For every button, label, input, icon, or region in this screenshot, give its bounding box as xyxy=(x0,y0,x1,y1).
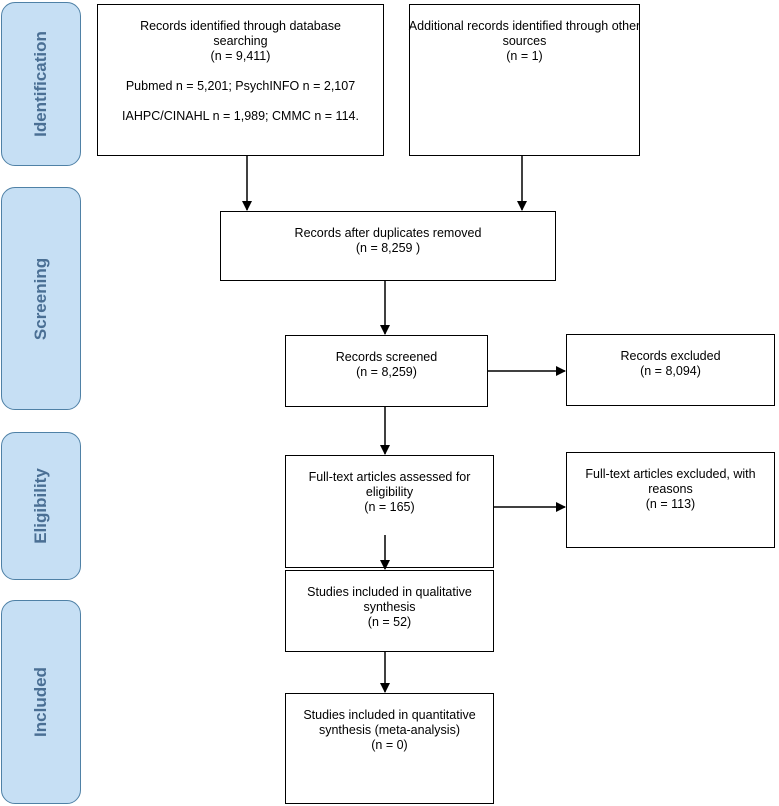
stage-tab-included: Included xyxy=(1,600,81,804)
box-records-excluded: Records excluded (n = 8,094) xyxy=(566,334,775,406)
db-search-sources-1: Pubmed n = 5,201; PsychINFO n = 2,107 xyxy=(125,79,356,93)
quantitative-count: (n = 0) xyxy=(371,738,408,752)
box-other-sources: Additional records identified through ot… xyxy=(409,4,640,156)
stage-tab-identification: Identification xyxy=(1,2,81,166)
records-screened-line1: Records screened xyxy=(335,350,438,364)
qualitative-line1: Studies included in qualitative xyxy=(307,585,472,599)
fulltext-assessed-line1: Full-text articles assessed for xyxy=(308,470,471,484)
stage-tab-screening: Screening xyxy=(1,187,81,410)
db-search-count: (n = 9,411) xyxy=(210,49,271,63)
quantitative-line1: Studies included in quantitative xyxy=(303,708,476,722)
duplicates-removed-line1: Records after duplicates removed xyxy=(294,226,482,240)
quantitative-line2: synthesis (meta-analysis) xyxy=(318,723,460,737)
box-fulltext-excluded: Full-text articles excluded, with reason… xyxy=(566,452,775,548)
fulltext-excluded-line2: reasons xyxy=(648,482,693,496)
records-screened-count: (n = 8,259) xyxy=(356,365,417,379)
box-fulltext-assessed: Full-text articles assessed for eligibil… xyxy=(285,455,494,568)
box-qualitative-synthesis: Studies included in qualitative synthesi… xyxy=(285,570,494,652)
qualitative-line2: synthesis xyxy=(363,600,416,614)
records-excluded-line1: Records excluded xyxy=(620,349,721,363)
box-records-screened: Records screened (n = 8,259) xyxy=(285,335,488,407)
box-duplicates-removed: Records after duplicates removed (n = 8,… xyxy=(220,211,556,281)
fulltext-excluded-count: (n = 113) xyxy=(645,497,696,511)
qualitative-count: (n = 52) xyxy=(367,615,412,629)
other-sources-line2: sources xyxy=(502,34,547,48)
db-search-sources-2: IAHPC/CINAHL n = 1,989; CMMC n = 114. xyxy=(122,109,359,123)
box-database-search: Records identified through database sear… xyxy=(97,4,384,156)
fulltext-assessed-count: (n = 165) xyxy=(364,500,415,514)
box-quantitative-synthesis: Studies included in quantitative synthes… xyxy=(285,693,494,804)
stage-tab-eligibility: Eligibility xyxy=(1,432,81,580)
records-excluded-count: (n = 8,094) xyxy=(640,364,701,378)
other-sources-line1: Additional records identified through ot… xyxy=(408,19,641,33)
fulltext-excluded-line1: Full-text articles excluded, with xyxy=(585,467,756,481)
duplicates-removed-count: (n = 8,259 ) xyxy=(355,241,421,255)
other-sources-count: (n = 1) xyxy=(506,49,543,63)
fulltext-assessed-line2: eligibility xyxy=(365,485,414,499)
db-search-line1: Records identified through database xyxy=(140,19,341,33)
db-search-line2: searching xyxy=(213,34,268,48)
